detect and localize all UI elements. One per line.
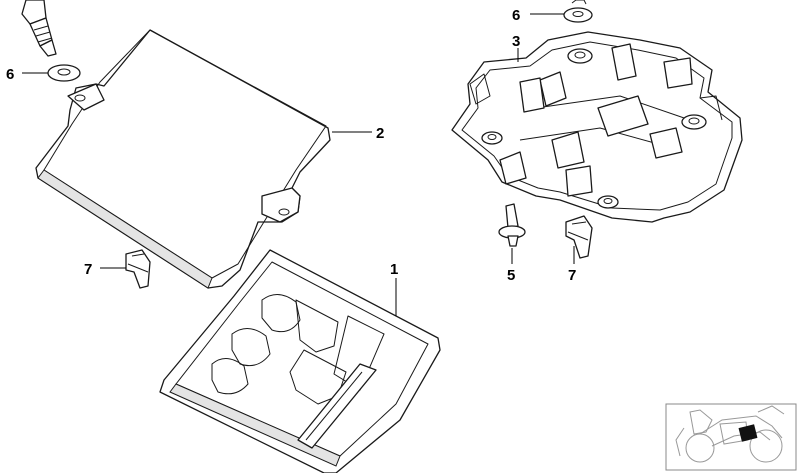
tray-part bbox=[159, 249, 441, 473]
leader-lines bbox=[22, 13, 575, 316]
callout-2: 2 bbox=[376, 125, 384, 142]
carrier-plate-part bbox=[451, 31, 743, 223]
callout-6-left: 6 bbox=[6, 66, 14, 83]
cover-part bbox=[35, 29, 331, 289]
screw-part bbox=[21, 0, 57, 57]
callout-labels: 6 2 7 1 6 3 5 7 bbox=[6, 7, 576, 284]
clip-part-right bbox=[565, 215, 593, 259]
motorcycle-locator-thumbnail bbox=[665, 403, 797, 471]
clip-part-left bbox=[125, 249, 151, 289]
washer-part-right bbox=[563, 0, 593, 23]
callout-3: 3 bbox=[512, 33, 520, 50]
callout-6-right: 6 bbox=[512, 7, 520, 24]
location-marker-icon bbox=[738, 424, 758, 442]
pin-part bbox=[498, 203, 526, 247]
washer-part-left bbox=[47, 64, 81, 82]
callout-1: 1 bbox=[390, 261, 398, 278]
callout-5: 5 bbox=[507, 267, 515, 284]
callout-7-left: 7 bbox=[84, 261, 92, 278]
callout-7-right: 7 bbox=[568, 267, 576, 284]
